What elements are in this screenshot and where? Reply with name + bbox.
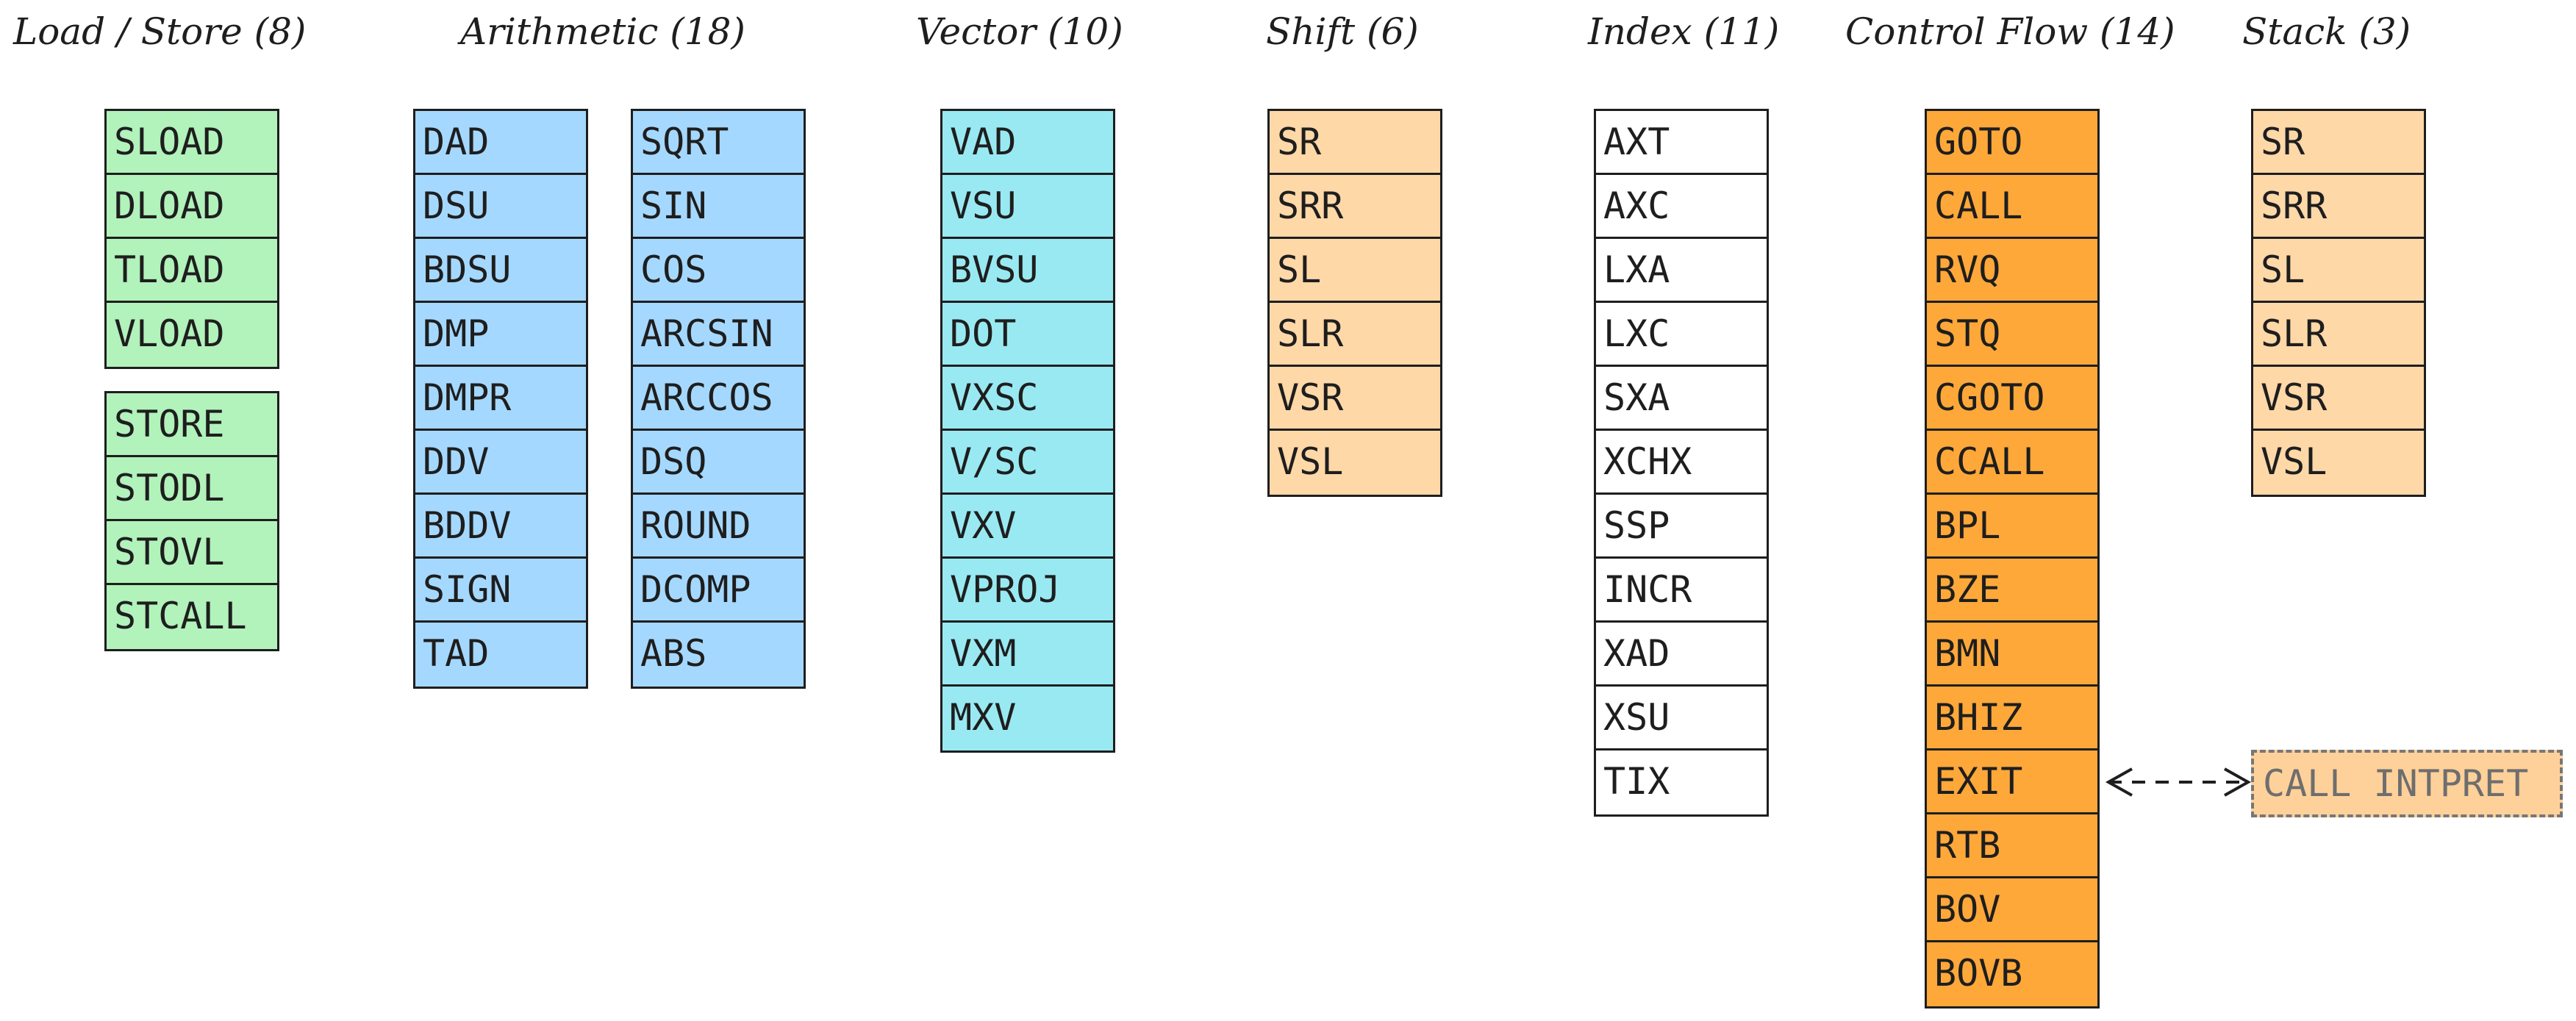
shift-title: Shift (6) (1266, 10, 1419, 53)
instruction-vsl: VSL (1277, 440, 1344, 483)
instruction-stcall: STCALL (114, 595, 247, 637)
instruction-stodl: STODL (107, 457, 277, 521)
instruction-store: STORE (107, 393, 277, 457)
stack-title: Stack (3) (2242, 10, 2411, 53)
instruction-ssp: SSP (1596, 495, 1767, 559)
instruction-sl: SL (1270, 239, 1440, 303)
instruction-vad: VAD (942, 111, 1113, 175)
instruction-arccos: ARCCOS (633, 367, 804, 431)
instruction-lxc: LXC (1596, 303, 1767, 367)
instruction-sign: SIGN (415, 559, 586, 623)
control-flow-title: Control Flow (14) (1845, 10, 2175, 53)
instruction-vproj: VPROJ (942, 559, 1113, 623)
instruction-vxsc: VXSC (942, 367, 1113, 431)
instruction-v-sc: V/SC (942, 431, 1113, 495)
instruction-slr: SLR (1270, 303, 1440, 367)
instruction-bddv: BDDV (415, 495, 586, 559)
instruction-abs: ABS (640, 632, 707, 675)
instruction-tix: TIX (1603, 760, 1670, 803)
instruction-bov: BOV (1927, 878, 2097, 942)
instruction-sin: SIN (633, 175, 804, 239)
instruction-vxv: VXV (942, 495, 1113, 559)
instruction-axt: AXT (1596, 111, 1767, 175)
instruction-srr: SRR (2253, 175, 2424, 239)
instruction-sr: SR (2253, 111, 2424, 175)
instruction-cgoto: CGOTO (1927, 367, 2097, 431)
instruction-sr: SR (1270, 111, 1440, 175)
instruction-dmpr: DMPR (415, 367, 586, 431)
instruction-xchx: XCHX (1596, 431, 1767, 495)
instruction-stovl: STOVL (107, 521, 277, 585)
instruction-vxm: VXM (942, 623, 1113, 687)
load-store-title: Load / Store (8) (13, 10, 307, 53)
instruction-bdsu: BDSU (415, 239, 586, 303)
instruction-stq: STQ (1927, 303, 2097, 367)
vector-title: Vector (10) (916, 10, 1123, 53)
instruction-dot: DOT (942, 303, 1113, 367)
instruction-lxa: LXA (1596, 239, 1767, 303)
instruction-srr: SRR (1270, 175, 1440, 239)
instruction-call: CALL (1927, 175, 2097, 239)
instruction-sl: SL (2253, 239, 2424, 303)
instruction-axc: AXC (1596, 175, 1767, 239)
instruction-bpl: BPL (1927, 495, 2097, 559)
instruction-vsl: VSL (2261, 440, 2328, 483)
instruction-bze: BZE (1927, 559, 2097, 623)
instruction-vload: VLOAD (114, 312, 225, 355)
instruction-cos: COS (633, 239, 804, 303)
instruction-vsu: VSU (942, 175, 1113, 239)
instruction-xsu: XSU (1596, 687, 1767, 750)
instruction-rtb: RTB (1927, 814, 2097, 878)
instruction-xad: XAD (1596, 623, 1767, 687)
index-title: Index (11) (1588, 10, 1780, 53)
instruction-sxa: SXA (1596, 367, 1767, 431)
instruction-sload: SLOAD (107, 111, 277, 175)
instruction-incr: INCR (1596, 559, 1767, 623)
call-intpret-box: CALL INTPRET (2251, 750, 2563, 817)
instruction-dad: DAD (415, 111, 586, 175)
instruction-tload: TLOAD (107, 239, 277, 303)
instruction-exit: EXIT (1927, 750, 2097, 814)
arithmetic-title: Arithmetic (18) (460, 10, 745, 53)
instruction-bhiz: BHIZ (1927, 687, 2097, 750)
instruction-bovb: BOVB (1934, 952, 2023, 995)
instruction-dmp: DMP (415, 303, 586, 367)
instruction-tad: TAD (423, 632, 490, 675)
instruction-dsu: DSU (415, 175, 586, 239)
instruction-sqrt: SQRT (633, 111, 804, 175)
instruction-vsr: VSR (2253, 367, 2424, 431)
instruction-vsr: VSR (1270, 367, 1440, 431)
instruction-round: ROUND (633, 495, 804, 559)
instruction-dload: DLOAD (107, 175, 277, 239)
instruction-bmn: BMN (1927, 623, 2097, 687)
instruction-mxv: MXV (950, 696, 1017, 739)
instruction-goto: GOTO (1927, 111, 2097, 175)
instruction-ccall: CCALL (1927, 431, 2097, 495)
instruction-bvsu: BVSU (942, 239, 1113, 303)
instruction-ddv: DDV (415, 431, 586, 495)
instruction-rvq: RVQ (1927, 239, 2097, 303)
instruction-dsq: DSQ (633, 431, 804, 495)
instruction-dcomp: DCOMP (633, 559, 804, 623)
instruction-arcsin: ARCSIN (633, 303, 804, 367)
instruction-slr: SLR (2253, 303, 2424, 367)
